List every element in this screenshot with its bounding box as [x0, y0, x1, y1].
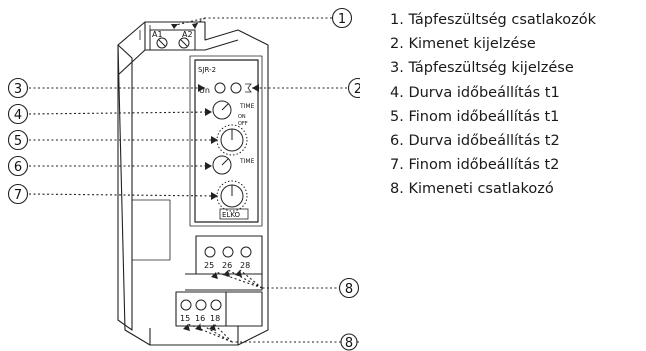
top-edge [145, 39, 239, 51]
relay-symbol-icon [245, 83, 252, 93]
lower-step [185, 273, 263, 291]
callout-number-5: 5 [14, 134, 22, 149]
mode-off-label: OFF [238, 121, 248, 127]
terminal-25-label: 25 [204, 261, 214, 270]
front-panel-bevel [189, 55, 263, 227]
knob-coarse-t1 [212, 100, 232, 120]
terminal-18-label: 18 [210, 314, 220, 323]
supply-led [214, 82, 226, 94]
legend-item: 2. Kimenet kijelzése [390, 36, 536, 53]
callout-circle-7 [7, 183, 29, 205]
relay-body-outline [117, 21, 269, 346]
callout-circle-8a [338, 277, 360, 299]
callout-number-8a: 8 [345, 282, 353, 297]
terminal-a2-label: A2 [182, 30, 193, 39]
leader-7 [28, 193, 219, 197]
terminal-28-label: 28 [240, 261, 250, 270]
legend-item: 6. Durva időbeállítás t2 [390, 133, 560, 150]
knob-fine-t1 [216, 124, 248, 156]
brand-label: ELKO [222, 211, 241, 219]
time-label-2: TIME [239, 158, 255, 165]
bottom-terminal-screws [180, 299, 222, 311]
callout-number-7: 7 [14, 188, 22, 203]
callout-number-2: 2 [354, 82, 360, 97]
callout-number-4: 4 [14, 108, 22, 123]
model-label: SJR-2 [198, 66, 216, 74]
terminal-15-label: 15 [180, 314, 190, 323]
un-led-label: Un [199, 86, 210, 95]
legend-item: 8. Kimeneti csatlakozó [390, 181, 554, 198]
terminal-a2-screw [178, 37, 190, 49]
leader-4 [28, 111, 213, 115]
callout-circle-1 [331, 7, 353, 29]
time-label-1: TIME [239, 103, 255, 110]
callout-number-3: 3 [14, 82, 22, 97]
callout-circle-8b [340, 333, 358, 351]
callout-number-1: 1 [338, 12, 346, 27]
front-panel [194, 59, 259, 223]
callout-number-6: 6 [14, 160, 22, 175]
callout-number-8b: 8 [345, 336, 353, 351]
callout-circle-2 [347, 77, 360, 99]
terminal-26-label: 26 [222, 261, 232, 270]
callout-circle-4 [7, 103, 29, 125]
terminal-a1-label: A1 [152, 30, 163, 39]
mode-on-label: ON [238, 114, 246, 120]
din-clip-left [117, 44, 133, 331]
legend-item: 5. Finom időbeállítás t1 [390, 108, 560, 125]
terminal-a1-screw [156, 37, 168, 49]
mid-terminal-screws [204, 246, 252, 258]
knob-fine-t2 [216, 180, 248, 212]
terminal-16-label: 16 [195, 314, 205, 323]
callout-circle-5 [7, 129, 29, 151]
brand-plate [219, 208, 249, 220]
callout-circle-3 [7, 77, 29, 99]
legend-item: 7. Finom időbeállítás t2 [390, 157, 560, 174]
top-terminal-block [149, 29, 196, 51]
legend-item: 4. Durva időbeállítás t1 [390, 84, 560, 101]
legend-item: 1. Tápfeszültség csatlakozók [390, 12, 597, 28]
relay-diagram: A1 A2 SJR-2 Un TIME TIME ON OFF ELKO 25 … [7, 7, 360, 351]
knob-coarse-t2 [212, 155, 232, 175]
legend-item: 3. Tápfeszültség kijelzése [390, 60, 574, 77]
legend-list: 1. Tápfeszültség csatlakozók 2. Kimenet … [390, 8, 596, 202]
callout-circle-6 [7, 155, 29, 177]
output-led [230, 82, 242, 94]
